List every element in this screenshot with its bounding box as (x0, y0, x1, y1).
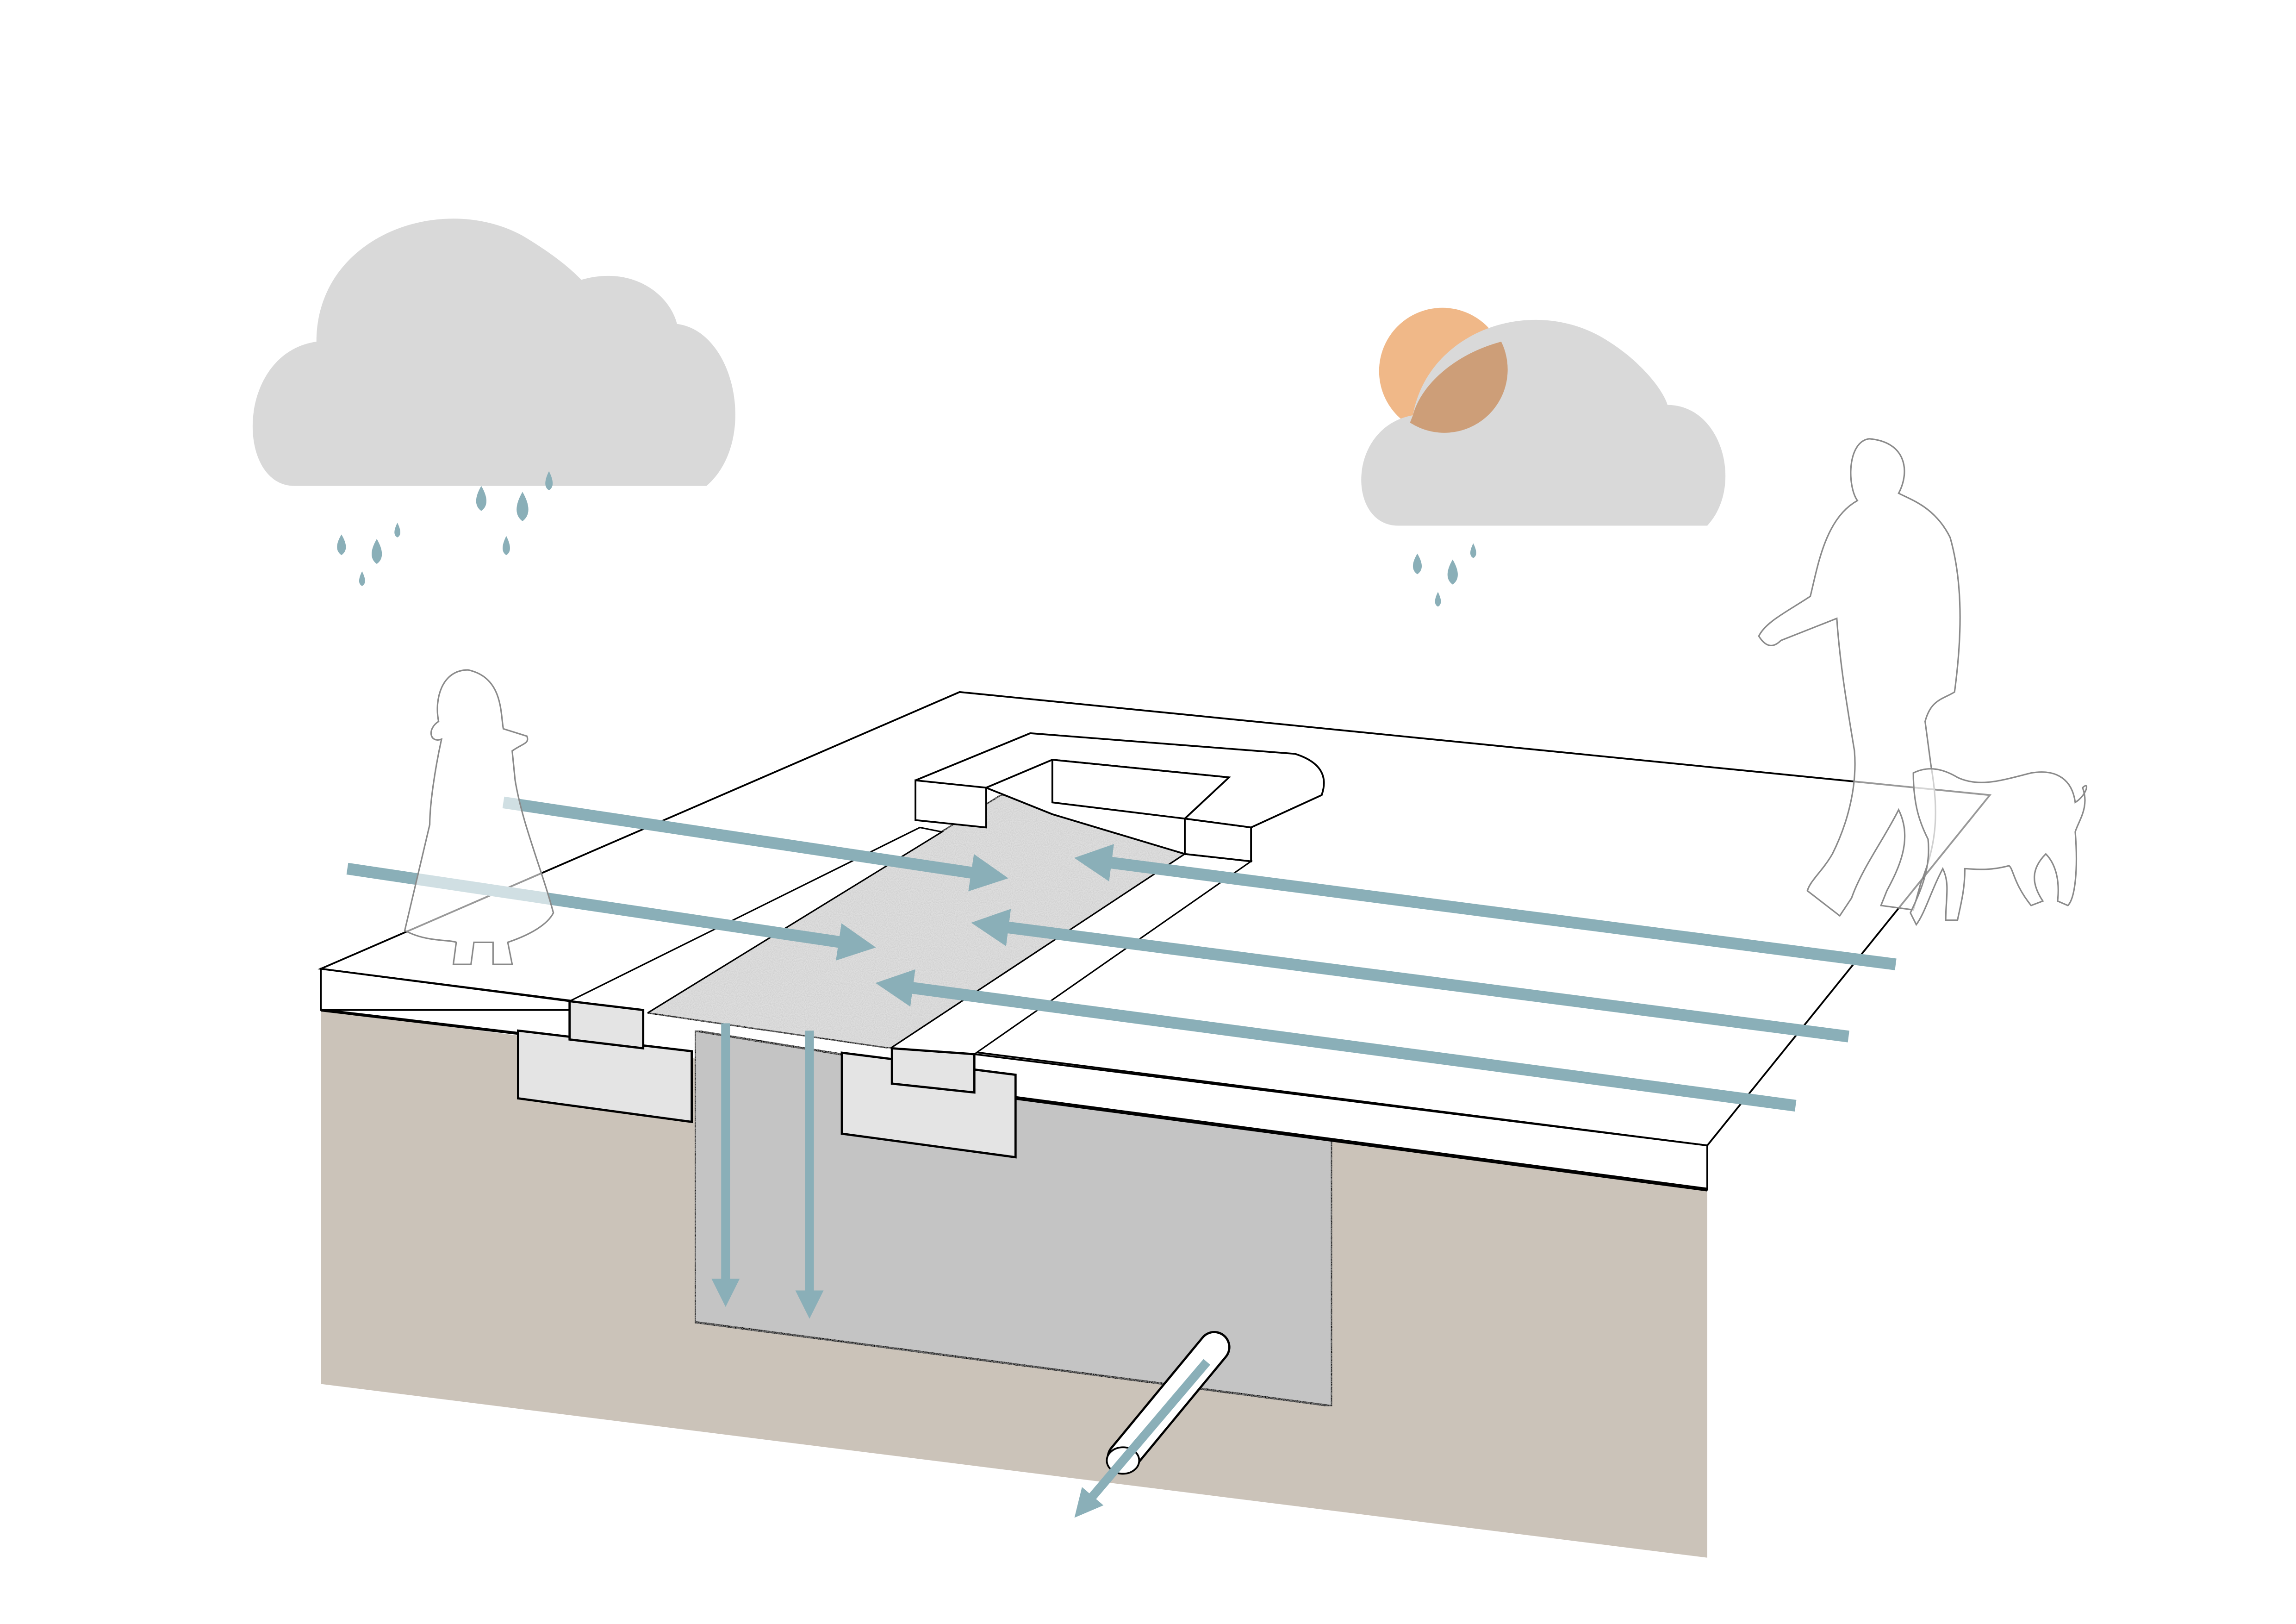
raindrops-icon (337, 471, 553, 586)
outflow-arrow (1074, 1359, 1210, 1518)
dog-figure (1910, 768, 2088, 926)
infiltration-arrows (711, 1023, 824, 1319)
rain-cloud-icon (252, 219, 735, 586)
flow-arrow-left (875, 969, 1797, 1112)
drain-pipe (1074, 1330, 1231, 1518)
sun-cloud-icon (1361, 307, 1726, 607)
child-figure (404, 669, 554, 965)
man-figure (1758, 438, 1961, 917)
flow-arrow-left (971, 909, 1849, 1043)
flow-arrow-right (502, 796, 1008, 892)
inlet-curb (915, 732, 1325, 862)
curb-stones (517, 999, 1017, 1159)
flow-arrow-left (1074, 844, 1897, 970)
raindrops-icon (1412, 543, 1476, 607)
